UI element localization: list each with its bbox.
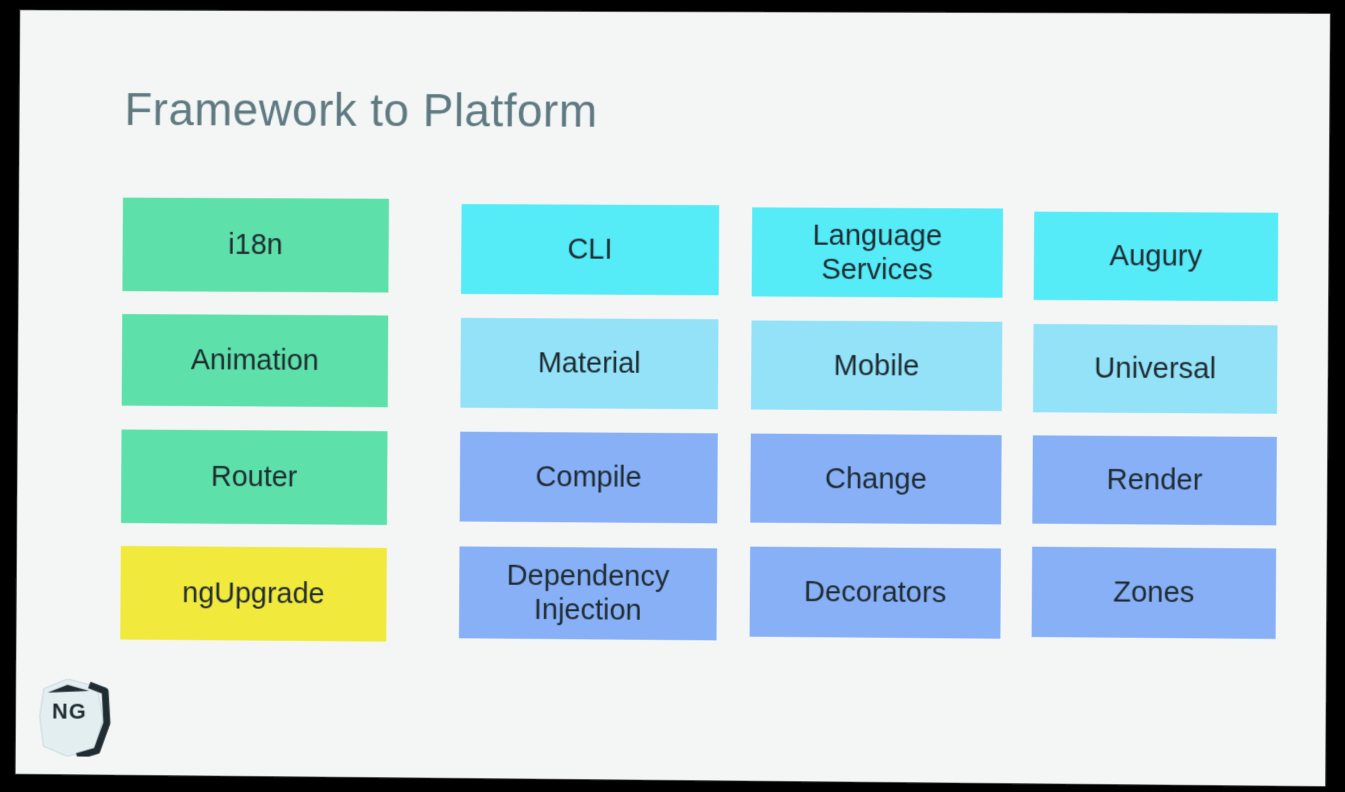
tile-compile: Compile (459, 431, 718, 524)
tile-mobile: Mobile (750, 320, 1003, 412)
tile-i18n: i18n (122, 197, 389, 293)
slide-title: Framework to Platform (124, 83, 598, 137)
tile-dependency-injection: Dependency Injection (458, 546, 718, 641)
tile-ngupgrade: ngUpgrade (120, 545, 387, 642)
tile-cli: CLI (461, 204, 720, 296)
tile-change: Change (750, 433, 1002, 525)
tile-animation: Animation (121, 314, 389, 408)
tile-universal: Universal (1032, 323, 1278, 414)
logo-text: NG (51, 698, 87, 724)
tile-augury: Augury (1033, 211, 1279, 302)
tile-router: Router (120, 429, 388, 525)
presentation-slide: Framework to Platform i18n Animation Rou… (15, 10, 1330, 787)
tile-material: Material (460, 317, 719, 410)
ng-conf-logo-icon: NG (37, 679, 111, 757)
tile-zones: Zones (1031, 546, 1277, 639)
tile-render: Render (1032, 435, 1277, 526)
tile-language-services: Language Services (751, 207, 1004, 298)
tile-decorators: Decorators (749, 546, 1001, 639)
